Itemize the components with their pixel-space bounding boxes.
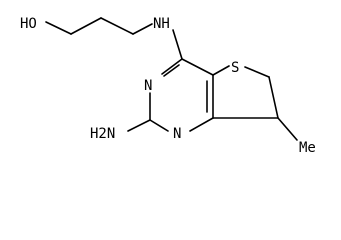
bond-c4-n3 [161, 58, 183, 75]
atom-label-ho: HO [20, 16, 37, 32]
bond-layer [45, 17, 298, 141]
bond-s-c6 [244, 66, 270, 78]
atom-label-n-top: N [144, 78, 152, 94]
structure-canvas: HO NH N S N H2N Me [20, 16, 316, 156]
bond-c2-nh2 [127, 119, 151, 132]
bond-n-c4 [172, 29, 183, 60]
atom-label-nh: NH [153, 16, 170, 32]
bond-c1-c2 [70, 17, 102, 35]
bond-c3-n [132, 23, 153, 35]
atom-label-h2n: H2N [90, 126, 115, 142]
bond-c2-c3 [100, 17, 134, 35]
bond-c4a-s [212, 65, 230, 76]
bond-c2-n1 [149, 119, 169, 132]
atom-label-s: S [231, 60, 239, 76]
molecule-drawing: HO NH N S N H2N Me [20, 16, 316, 156]
atom-label-n-bottom: N [173, 126, 181, 142]
atom-label-me: Me [299, 140, 316, 156]
bond-o-c1 [45, 21, 72, 35]
bond-c4a-c4 [181, 58, 214, 76]
bond-n1-c7a [189, 117, 214, 132]
bond-c7-me [277, 117, 298, 141]
atom-label-layer: HO NH N S N H2N Me [20, 16, 316, 156]
bond-c6-c7 [268, 76, 279, 119]
bond-c4-n3-inner [163, 64, 180, 77]
